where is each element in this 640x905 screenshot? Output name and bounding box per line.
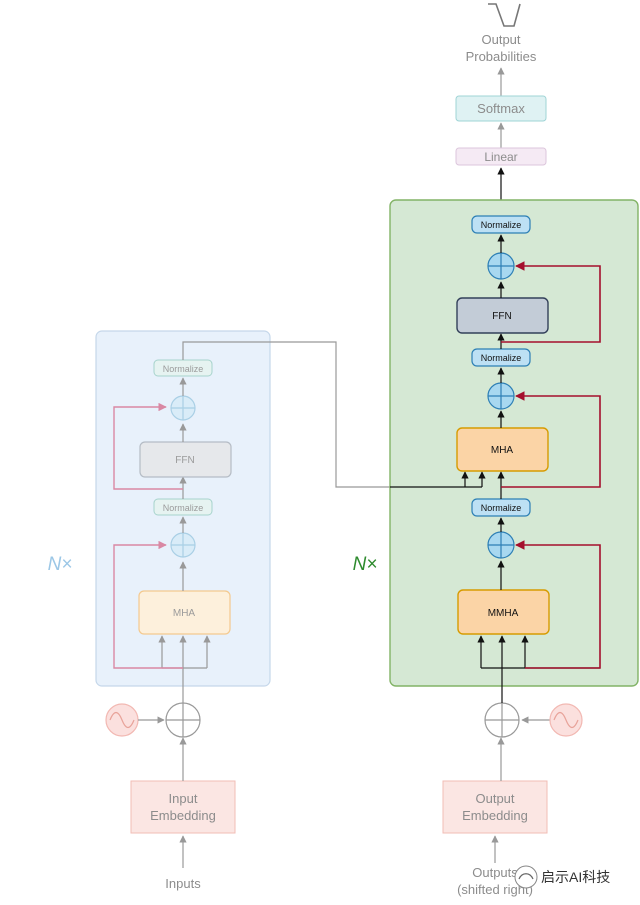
encoder-normalize-label-1: Normalize <box>163 503 204 513</box>
decoder-mmha-box <box>457 589 550 635</box>
input-embedding-label-1: Input <box>169 791 198 806</box>
outputs-label-2: (shifted right) <box>457 882 533 897</box>
decoder-normalize-label-1: Normalize <box>481 503 522 513</box>
softmax-label: Softmax <box>477 101 525 116</box>
input-embedding-label-2: Embedding <box>150 808 216 823</box>
encoder-repeat-label: N× <box>48 554 73 575</box>
input-embedding-box <box>130 780 236 834</box>
linear-label: Linear <box>484 150 517 164</box>
output-embedding-box <box>442 780 548 834</box>
decoder-mha-label: MHA <box>491 445 514 456</box>
output-probabilities-label-1: Output <box>481 32 520 47</box>
decoder-normalize-label-3: Normalize <box>481 220 522 230</box>
outputs-label-1: Outputs <box>472 865 518 880</box>
encoder-mha-label: MHA <box>173 608 196 619</box>
decoder-normalize-label-2: Normalize <box>481 353 522 363</box>
inputs-label: Inputs <box>165 876 201 891</box>
encoder-mha-box <box>138 590 231 635</box>
decoder-repeat-label: N× <box>353 554 378 575</box>
encoder-ffn-box <box>139 441 232 478</box>
decoder-normalize-box-3 <box>471 215 531 234</box>
decoder-ffn-label: FFN <box>492 311 511 322</box>
encoder-ffn-label: FFN <box>175 455 194 466</box>
output-probability-icon <box>488 3 521 27</box>
watermark-logo-icon <box>514 865 538 889</box>
linear-box <box>455 147 547 166</box>
output-embedding-label-2: Embedding <box>462 808 528 823</box>
output-probabilities-label-2: Probabilities <box>466 49 537 64</box>
encoder-normalize-label-2: Normalize <box>163 364 204 374</box>
decoder-ffn-box <box>456 297 549 334</box>
output-embedding-label-1: Output <box>475 791 514 806</box>
watermark: 启示AI科技 <box>514 865 610 889</box>
watermark-text: 启示AI科技 <box>541 869 610 885</box>
softmax-box <box>455 95 547 122</box>
decoder-mha-box <box>456 427 549 472</box>
decoder-mmha-label: MMHA <box>488 608 519 619</box>
